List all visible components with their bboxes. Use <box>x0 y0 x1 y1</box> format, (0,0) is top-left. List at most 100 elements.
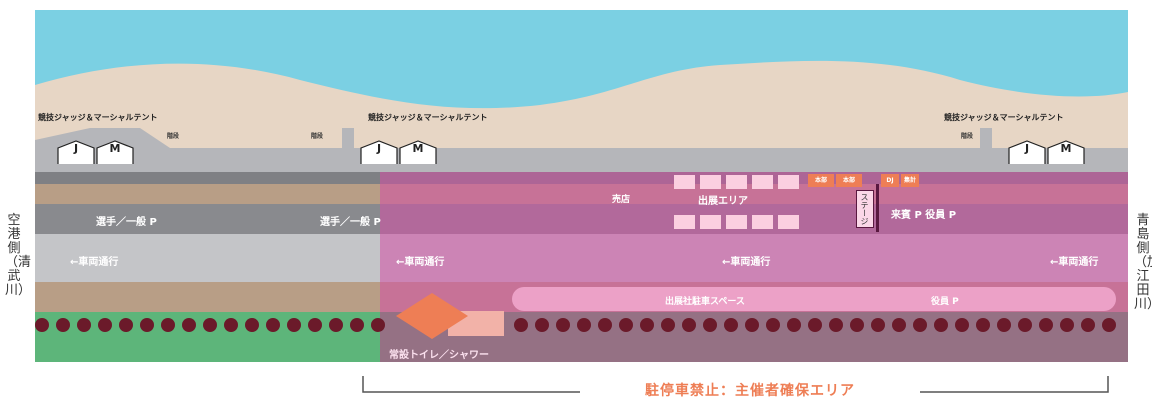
fence-dot <box>850 318 864 332</box>
fence-dot <box>1018 318 1032 332</box>
tent-letter-m: M <box>1060 142 1072 155</box>
stairs-label-2: 階段 <box>311 133 324 140</box>
stage-line <box>876 184 879 232</box>
shop-label: 売店 <box>612 195 631 205</box>
fence-dot <box>640 318 654 332</box>
no-parking-notice: 駐停車禁止：主催者確保エリア <box>645 383 855 399</box>
parking-label-center: 選手／一般 P <box>320 217 381 228</box>
promenade <box>35 128 170 148</box>
fence-dot <box>871 318 885 332</box>
tent-icon <box>360 140 398 164</box>
marshal-tent-1: M <box>96 140 134 165</box>
tent-icon <box>96 140 134 164</box>
side-label-right: 青島側（加江田川） <box>1134 213 1152 312</box>
vehicle-lane-label-2: ←車両通行 <box>396 257 445 268</box>
fence-dot <box>56 318 70 332</box>
judge-tent-3: J <box>1008 140 1046 165</box>
stairs-block-1 <box>342 128 354 148</box>
fence-dot <box>955 318 969 332</box>
vehicle-lane-label-1: ←車両通行 <box>70 257 119 268</box>
fence-dot <box>514 318 528 332</box>
tent-title-3: 競技ジャッジ＆マーシャルテント <box>944 113 1064 122</box>
fence-dot <box>98 318 112 332</box>
exhibit-booth <box>674 175 695 189</box>
guest-parking-label: 来賓 P 役員 P <box>891 210 957 221</box>
exhibitor-parking-label: 出展社駐車スペース <box>665 297 745 307</box>
exhibit-booth <box>726 175 747 189</box>
vehicle-lane-label-4: ←車両通行 <box>1050 257 1099 268</box>
exhibit-booth <box>778 215 799 229</box>
fence-dot <box>1060 318 1074 332</box>
exhibit-booth <box>674 215 695 229</box>
fence-dot <box>287 318 301 332</box>
fence-dot <box>1081 318 1095 332</box>
honbu-box-2: 本部 <box>836 174 862 187</box>
tent-icon <box>1008 140 1046 164</box>
fence-dot <box>77 318 91 332</box>
fence-dot <box>724 318 738 332</box>
fence-dot <box>266 318 280 332</box>
toilet-diamond <box>396 293 468 339</box>
sand-beach <box>35 60 1128 148</box>
fence-dot <box>350 318 364 332</box>
fence-dot <box>203 318 217 332</box>
fence-dot <box>182 318 196 332</box>
fence-dot <box>535 318 549 332</box>
vehicle-lane-label-3: ←車両通行 <box>722 257 771 268</box>
toilet-label: 常設トイレ／シャワー <box>389 350 489 361</box>
stairs-label-3: 階段 <box>961 133 974 140</box>
fence-dot <box>892 318 906 332</box>
exhibit-booth <box>752 175 773 189</box>
fence-dot <box>329 318 343 332</box>
parking-label-left: 選手／一般 P <box>96 217 157 228</box>
fence-dot <box>556 318 570 332</box>
tent-title-1: 競技ジャッジ＆マーシャルテント <box>38 113 158 122</box>
stage: ステージ <box>856 190 874 228</box>
tent-icon <box>399 140 437 164</box>
fence-dot <box>245 318 259 332</box>
fence-dot <box>682 318 696 332</box>
exhibitor-parking-pill <box>512 287 1116 311</box>
fence-dot <box>35 318 49 332</box>
tent-letter-j: J <box>1024 142 1030 155</box>
tent-icon <box>1047 140 1085 164</box>
tent-letter-j: J <box>73 142 79 155</box>
exhibit-booth <box>700 175 721 189</box>
marshal-tent-3: M <box>1047 140 1085 165</box>
fence-dot <box>161 318 175 332</box>
tent-letter-m: M <box>412 142 424 155</box>
fence-dot <box>308 318 322 332</box>
exhibit-booth <box>726 215 747 229</box>
fence-dot <box>766 318 780 332</box>
honbu-box-1: 本部 <box>808 174 834 187</box>
fence-dot <box>745 318 759 332</box>
fence-dot <box>119 318 133 332</box>
dj-box: DJ <box>881 174 899 187</box>
exhibit-booth <box>778 175 799 189</box>
fence-dot <box>598 318 612 332</box>
judge-tent-1: J <box>57 140 95 165</box>
judge-tent-2: J <box>360 140 398 165</box>
fence-dot <box>577 318 591 332</box>
fence-dot <box>1039 318 1053 332</box>
fence-dot <box>703 318 717 332</box>
exhibit-area-label: 出展エリア <box>698 196 748 207</box>
exhibit-booth <box>752 215 773 229</box>
fence-dot <box>787 318 801 332</box>
tent-letter-j: J <box>376 142 382 155</box>
fence-dot <box>371 318 385 332</box>
stairs-label-1: 階段 <box>167 133 180 140</box>
fence-dot <box>913 318 927 332</box>
fence-dot <box>224 318 238 332</box>
no-parking-bracket <box>362 376 1109 393</box>
fence-dot <box>808 318 822 332</box>
fence-dot <box>1102 318 1116 332</box>
fence-dot <box>976 318 990 332</box>
fence-dot <box>661 318 675 332</box>
promenade-strip <box>35 148 1128 172</box>
exhibit-booth <box>700 215 721 229</box>
stairs-block-2 <box>980 128 992 148</box>
marshal-tent-2: M <box>399 140 437 165</box>
officer-parking-label: 役員 P <box>931 297 959 307</box>
